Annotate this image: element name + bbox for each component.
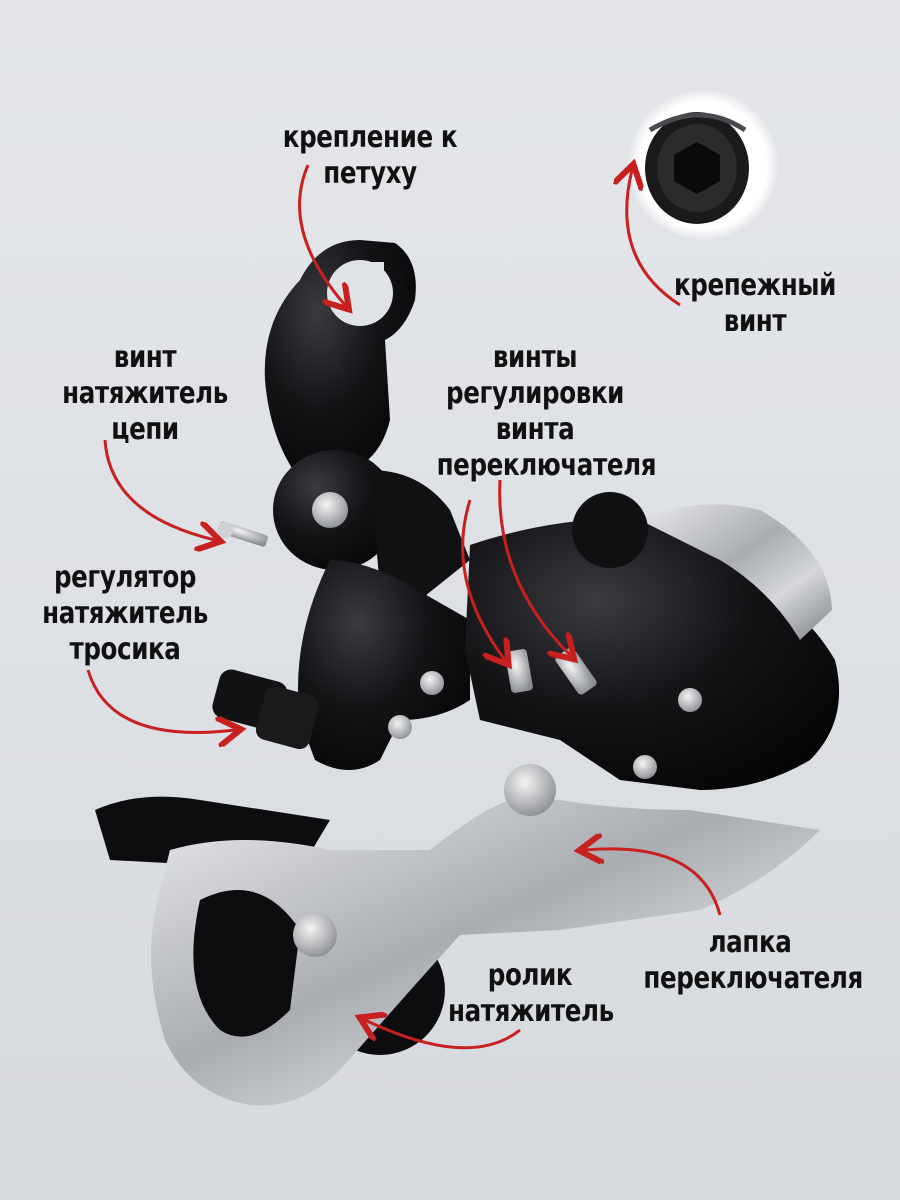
lower-cage bbox=[95, 764, 821, 1106]
label-line: переключателя bbox=[643, 961, 863, 996]
label-line: винта bbox=[495, 412, 575, 447]
arrow-pulley bbox=[365, 1020, 521, 1050]
label-line: цепи bbox=[111, 412, 179, 447]
mount-bolt bbox=[645, 112, 749, 224]
arrow-bolt bbox=[627, 170, 681, 307]
arrow-hanger bbox=[298, 164, 345, 305]
derailleur-body bbox=[298, 519, 840, 790]
label-line: ролик bbox=[487, 958, 573, 993]
label-tension-pulley: ролик натяжитель bbox=[448, 958, 614, 1030]
label-line: винты bbox=[492, 340, 578, 375]
label-line: натяжитель bbox=[62, 376, 228, 411]
label-line: регулировки bbox=[446, 376, 624, 411]
upper-cage-plate bbox=[572, 492, 832, 640]
label-line: крепежный bbox=[674, 268, 836, 303]
label-mount-bolt: крепежный винт bbox=[665, 268, 845, 340]
label-line: натяжитель bbox=[448, 994, 614, 1029]
label-line: крепление к bbox=[282, 120, 458, 155]
label-limit-screws: винты регулировки винта переключателя bbox=[436, 340, 657, 484]
arrow-limit-right bbox=[498, 479, 570, 655]
label-line: натяжитель bbox=[42, 596, 208, 631]
label-chain-tension-screw: винт натяжитель цепи bbox=[59, 340, 231, 448]
arrow-limit-left bbox=[461, 499, 505, 660]
hanger-arm bbox=[264, 240, 416, 480]
chain-tension-screw bbox=[217, 521, 268, 547]
label-derailleur-cage: лапка переключателя bbox=[643, 925, 863, 997]
label-line: тросика bbox=[69, 632, 181, 667]
label-line: винт bbox=[723, 304, 787, 339]
label-line: лапка bbox=[708, 925, 792, 960]
arrow-cage bbox=[585, 849, 722, 916]
label-cable-adjuster: регулятор натяжитель тросика bbox=[39, 560, 211, 668]
derailleur-knuckle bbox=[273, 450, 470, 600]
label-hanger-mount: крепление к петуху bbox=[272, 120, 469, 192]
label-line: петуху bbox=[323, 156, 417, 191]
arrow-chain-screw bbox=[103, 439, 215, 540]
arrow-cable bbox=[86, 669, 235, 733]
label-line: переключателя bbox=[436, 448, 657, 483]
label-line: винт bbox=[113, 340, 177, 375]
label-line: регулятор bbox=[53, 560, 197, 595]
annotation-arrows bbox=[86, 164, 722, 1050]
